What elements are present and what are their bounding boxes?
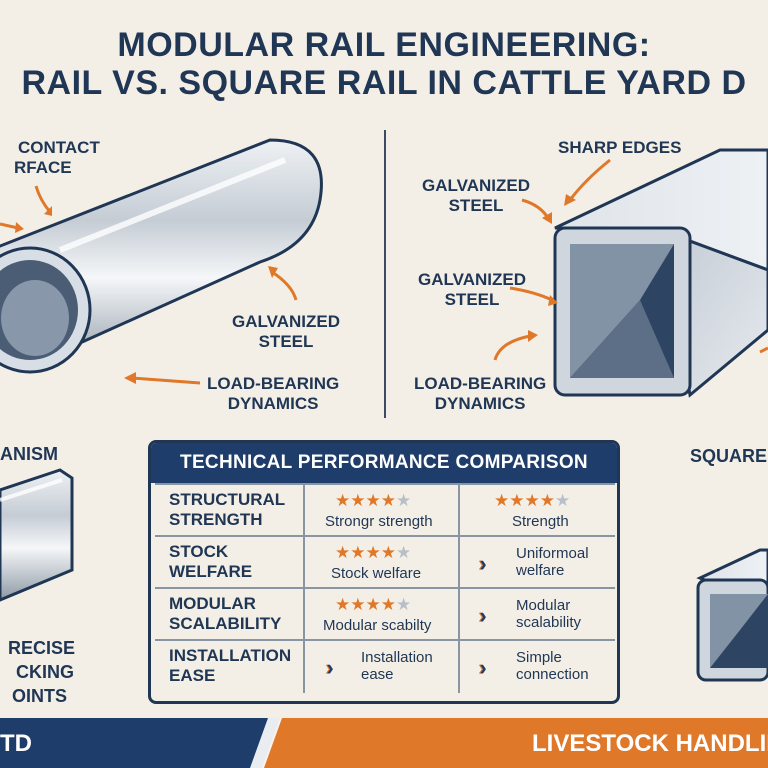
cell-text: Modular scabilty <box>323 617 432 634</box>
round-rail-cell: ★★★★★ Stock welfare <box>305 537 460 589</box>
cell-text: Strength <box>512 513 569 530</box>
title-line-2: RAIL VS. SQUARE RAIL IN CATTLE YARD D <box>21 64 747 102</box>
label-square: SQUARE <box>690 446 768 466</box>
label-mechanism: ANISM <box>0 444 58 464</box>
cell-text: Strongr strength <box>325 513 433 530</box>
round-rail-cell: ★★★★★ Modular scabilty <box>305 589 460 641</box>
cell-text: Uniformoal welfare <box>516 545 589 579</box>
cell-text: Installation ease <box>361 649 433 683</box>
footer-right-text: LIVESTOCK HANDLII <box>532 730 768 757</box>
square-rail-cell: ★★★★★ Strength <box>460 485 615 537</box>
footer-band <box>0 718 768 768</box>
star-rating-4-5: ★★★★★ <box>335 595 412 614</box>
label-galvanized-steel-left: GALVANIZED STEEL <box>232 312 340 351</box>
row-name: STOCK WELFARE <box>155 537 305 589</box>
panel-divider <box>384 130 386 418</box>
star-rating-4: ★★★★★ <box>335 491 412 510</box>
chevron-right-icon: ›› <box>478 655 489 680</box>
chevron-right-icon: ›› <box>478 603 489 628</box>
cell-text: Modular scalability <box>516 597 582 631</box>
label-load-bearing-left: LOAD-BEARING DYNAMICS <box>207 374 340 413</box>
left-callout-arrows <box>0 185 298 385</box>
footer-left-text: TD <box>0 730 32 757</box>
table-row-installation-ease: INSTALLATION EASE ›› Installation ease ›… <box>155 639 615 693</box>
table-row-structural-strength: STRUCTURAL STRENGTH ★★★★★ Strongr streng… <box>155 483 615 537</box>
table-heading: TECHNICAL PERFORMANCE COMPARISON <box>151 443 617 483</box>
square-rail-cell: ›› Simple connection <box>460 641 615 693</box>
label-sharp-edges: SHARP EDGES <box>558 138 682 157</box>
table-row-modular-scalability: MODULAR SCALABILITY ★★★★★ Modular scabil… <box>155 587 615 641</box>
square-rail-illustration <box>553 148 768 398</box>
lower-right-square-illustration <box>696 548 768 682</box>
cell-text: Simple connection <box>516 649 589 683</box>
label-load-bearing-right: LOAD-BEARING DYNAMICS <box>414 374 547 413</box>
label-precise-locking-joints: RECISE CKING OINTS <box>8 638 76 706</box>
chevron-right-icon: ›› <box>478 551 489 576</box>
table-row-stock-welfare: STOCK WELFARE ★★★★★ Stock welfare ›› Uni… <box>155 535 615 589</box>
square-rail-cell: ›› Uniformoal welfare <box>460 537 615 589</box>
lower-left-rail-illustration <box>0 468 74 602</box>
right-callout-arrows <box>493 158 768 361</box>
row-name: STRUCTURAL STRENGTH <box>155 485 305 537</box>
row-name: MODULAR SCALABILITY <box>155 589 305 641</box>
label-galvanized-steel-right-2: GALVANIZED STEEL <box>418 270 526 309</box>
comparison-table: TECHNICAL PERFORMANCE COMPARISON STRUCTU… <box>148 440 620 704</box>
chevron-right-icon: ›› <box>325 655 336 680</box>
round-rail-cell: ›› Installation ease <box>305 641 460 693</box>
round-rail-illustration <box>0 138 323 374</box>
title-line-1: MODULAR RAIL ENGINEERING: <box>117 26 651 64</box>
square-rail-cell: ›› Modular scalability <box>460 589 615 641</box>
round-rail-cell: ★★★★★ Strongr strength <box>305 485 460 537</box>
star-rating-4-5: ★★★★★ <box>494 491 571 510</box>
label-contact-surface: CONTACT RFACE <box>14 138 100 177</box>
label-galvanized-steel-right-1: GALVANIZED STEEL <box>422 176 530 215</box>
cell-text: Stock welfare <box>331 565 422 582</box>
row-name: INSTALLATION EASE <box>155 641 305 693</box>
star-rating-4: ★★★★★ <box>335 543 412 562</box>
